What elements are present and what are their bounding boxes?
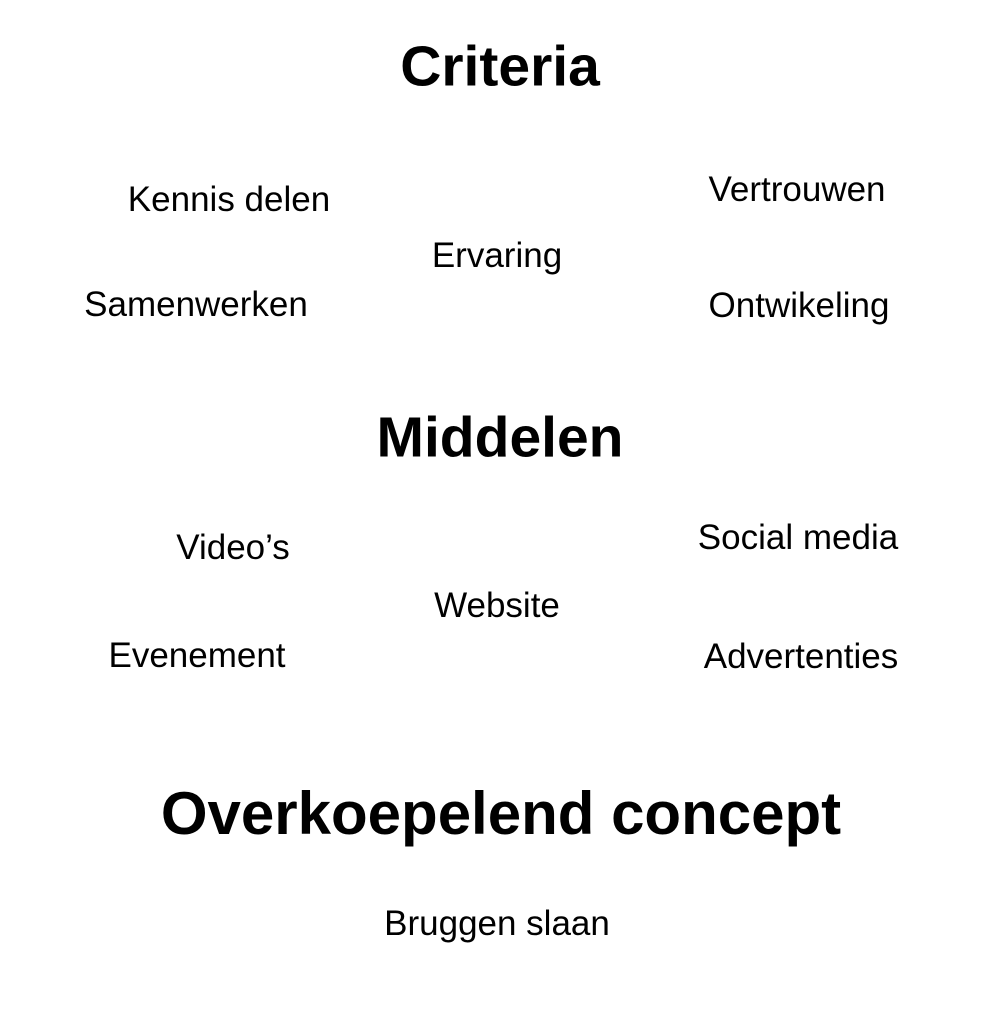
criteria-item-kennis-delen: Kennis delen: [127, 179, 331, 219]
middelen-item-website: Website: [434, 585, 560, 625]
section-title-middelen: Middelen: [376, 405, 624, 470]
criteria-item-ontwikeling: Ontwikeling: [708, 285, 890, 325]
criteria-item-vertrouwen: Vertrouwen: [708, 169, 886, 209]
criteria-item-samenwerken: Samenwerken: [84, 284, 308, 324]
middelen-item-videos: Video’s: [176, 527, 290, 567]
overkoepelend-item-bruggen-slaan: Bruggen slaan: [384, 903, 610, 943]
section-title-overkoepelend-concept: Overkoepelend concept: [160, 780, 842, 847]
middelen-item-social-media: Social media: [697, 517, 899, 557]
middelen-item-evenement: Evenement: [108, 635, 286, 675]
middelen-item-advertenties: Advertenties: [703, 636, 899, 676]
section-title-criteria: Criteria: [400, 34, 600, 99]
criteria-item-ervaring: Ervaring: [431, 235, 563, 275]
